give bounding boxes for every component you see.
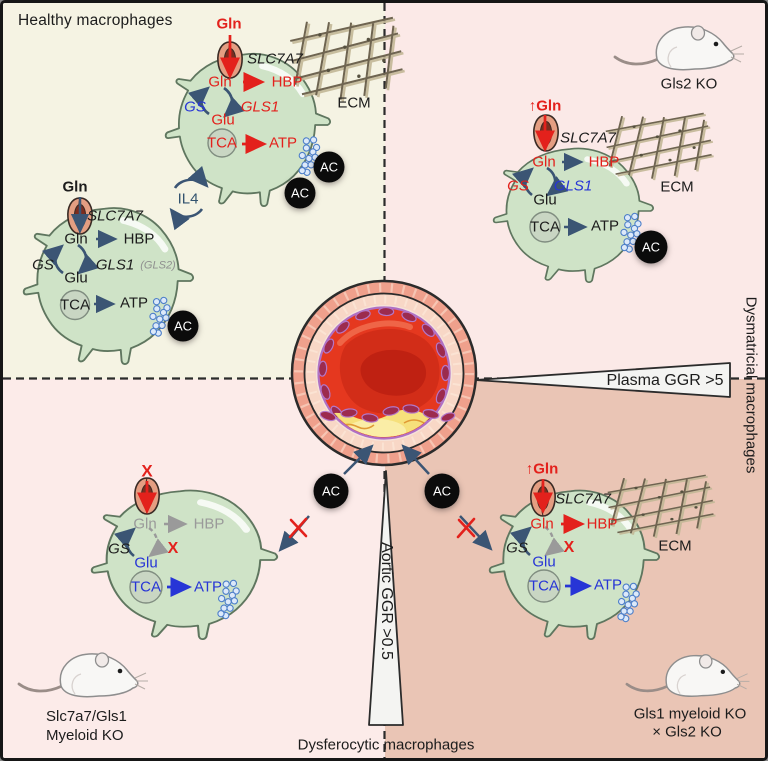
mouse-label-line1: Gls1 myeloid KO <box>633 705 747 723</box>
metabolite-glu: Glu <box>533 191 557 209</box>
gene-slc7a7: SLC7A7 <box>560 129 616 147</box>
enzyme-gls1: GLS1 <box>240 98 280 116</box>
metabolite-atp: ATP <box>193 578 223 596</box>
blocked-transporter-x: X <box>141 461 153 481</box>
cycle-tca: TCA <box>60 296 90 314</box>
enzyme-gs: GS <box>32 256 54 274</box>
cytokine-il4: IL4 <box>177 190 199 208</box>
section-label-dysmatricial: Dysmatricial macrophages <box>742 296 760 474</box>
enzyme-gls1: GLS1 <box>95 256 135 274</box>
gene-slc7a7: SLC7A7 <box>247 50 303 68</box>
navy-arrows <box>70 152 588 552</box>
enzyme-gs: GS <box>507 177 529 195</box>
metabolite-atp: ATP <box>119 294 149 312</box>
apoptotic-cell-badge: AC <box>313 151 345 183</box>
pathway-hbp: HBP <box>271 73 303 91</box>
enzyme-gs: GS <box>184 98 206 116</box>
cycle-arrows <box>41 86 569 558</box>
metabolite-gln: Gln <box>532 153 556 171</box>
apoptotic-cell-badge: AC <box>424 473 460 509</box>
blue-arrows <box>167 576 593 597</box>
enzyme-gs: GS <box>506 539 528 557</box>
gene-slc7a7: SLC7A7 <box>87 207 143 225</box>
pathway-hbp: HBP <box>193 515 225 533</box>
cycle-tca: TCA <box>207 134 237 152</box>
enzyme-gs: GS <box>108 540 130 558</box>
cycle-arrows-blocked <box>148 526 565 558</box>
apoptotic-cell-badge: AC <box>313 473 349 509</box>
metabolite-glu: Glu <box>64 269 88 287</box>
metabolite-atp: ATP <box>268 134 298 152</box>
metabolite-gln: Gln <box>208 73 232 91</box>
cycle-tca: TCA <box>530 218 560 236</box>
apoptotic-cell-badge: AC <box>634 230 668 264</box>
enzyme-gls1: GLS1 <box>553 177 593 195</box>
ecm-label: ECM <box>337 94 371 112</box>
mouse-label-line2: Myeloid KO <box>46 727 124 744</box>
red-arrows <box>137 35 586 534</box>
aortic-ggr-banner <box>368 470 404 726</box>
metabolite-gln: Gln <box>133 515 157 533</box>
cycle-tca: TCA <box>131 578 161 596</box>
metabolite-gln-extracellular: ↑Gln <box>528 97 562 115</box>
metabolite-glu: Glu <box>134 554 158 572</box>
cycle-tca: TCA <box>529 577 559 595</box>
metabolite-glu: Glu <box>532 553 556 571</box>
blocked-cycle-x: X <box>167 540 179 557</box>
metabolite-glu: Glu <box>211 111 235 129</box>
ecm-label: ECM <box>660 178 694 196</box>
enzyme-gls2-alt: (GLS2) <box>140 259 176 272</box>
mouse-label-line1: Slc7a7/Gls1 <box>46 708 127 725</box>
metabolite-atp: ATP <box>590 217 620 235</box>
pathway-hbp: HBP <box>123 230 155 248</box>
aorta-cross-section <box>290 279 478 467</box>
il4-cycle-arrows <box>169 165 209 231</box>
plaque-border-cells <box>319 404 456 423</box>
blocked-arrow-x-marks <box>288 517 476 539</box>
metabolite-gln-extracellular: Gln <box>216 15 242 33</box>
gene-slc7a7: SLC7A7 <box>555 490 611 508</box>
ecm-label: ECM <box>658 537 692 555</box>
plasma-ggr-banner <box>474 362 731 398</box>
blocked-cycle-x: X <box>563 539 575 556</box>
metabolite-gln-extracellular: Gln <box>62 178 88 196</box>
aortic-ggr-banner-label: Aortic GGR >0.5 <box>378 542 395 660</box>
tca-circles <box>59 128 561 604</box>
pathway-hbp: HBP <box>586 515 618 533</box>
metabolite-gln: Gln <box>64 230 88 248</box>
mouse-label-line2: × Gls2 KO <box>652 723 722 741</box>
diagram-artwork <box>3 3 765 758</box>
quadrant-title-healthy: Healthy macrophages <box>18 12 173 29</box>
metabolite-gln-extracellular: ↑Gln <box>525 460 559 478</box>
metabolite-atp: ATP <box>593 576 623 594</box>
apoptotic-cell-badge: AC <box>284 177 316 209</box>
mouse-label-gls2-ko: Gls2 KO <box>660 75 718 93</box>
section-label-dysferocytic: Dysferocytic macrophages <box>297 736 475 754</box>
metabolite-gln: Gln <box>530 515 554 533</box>
pathway-hbp: HBP <box>588 153 620 171</box>
apoptotic-cell-badge: AC <box>167 310 199 342</box>
plasma-ggr-banner-label: Plasma GGR >5 <box>606 372 724 389</box>
